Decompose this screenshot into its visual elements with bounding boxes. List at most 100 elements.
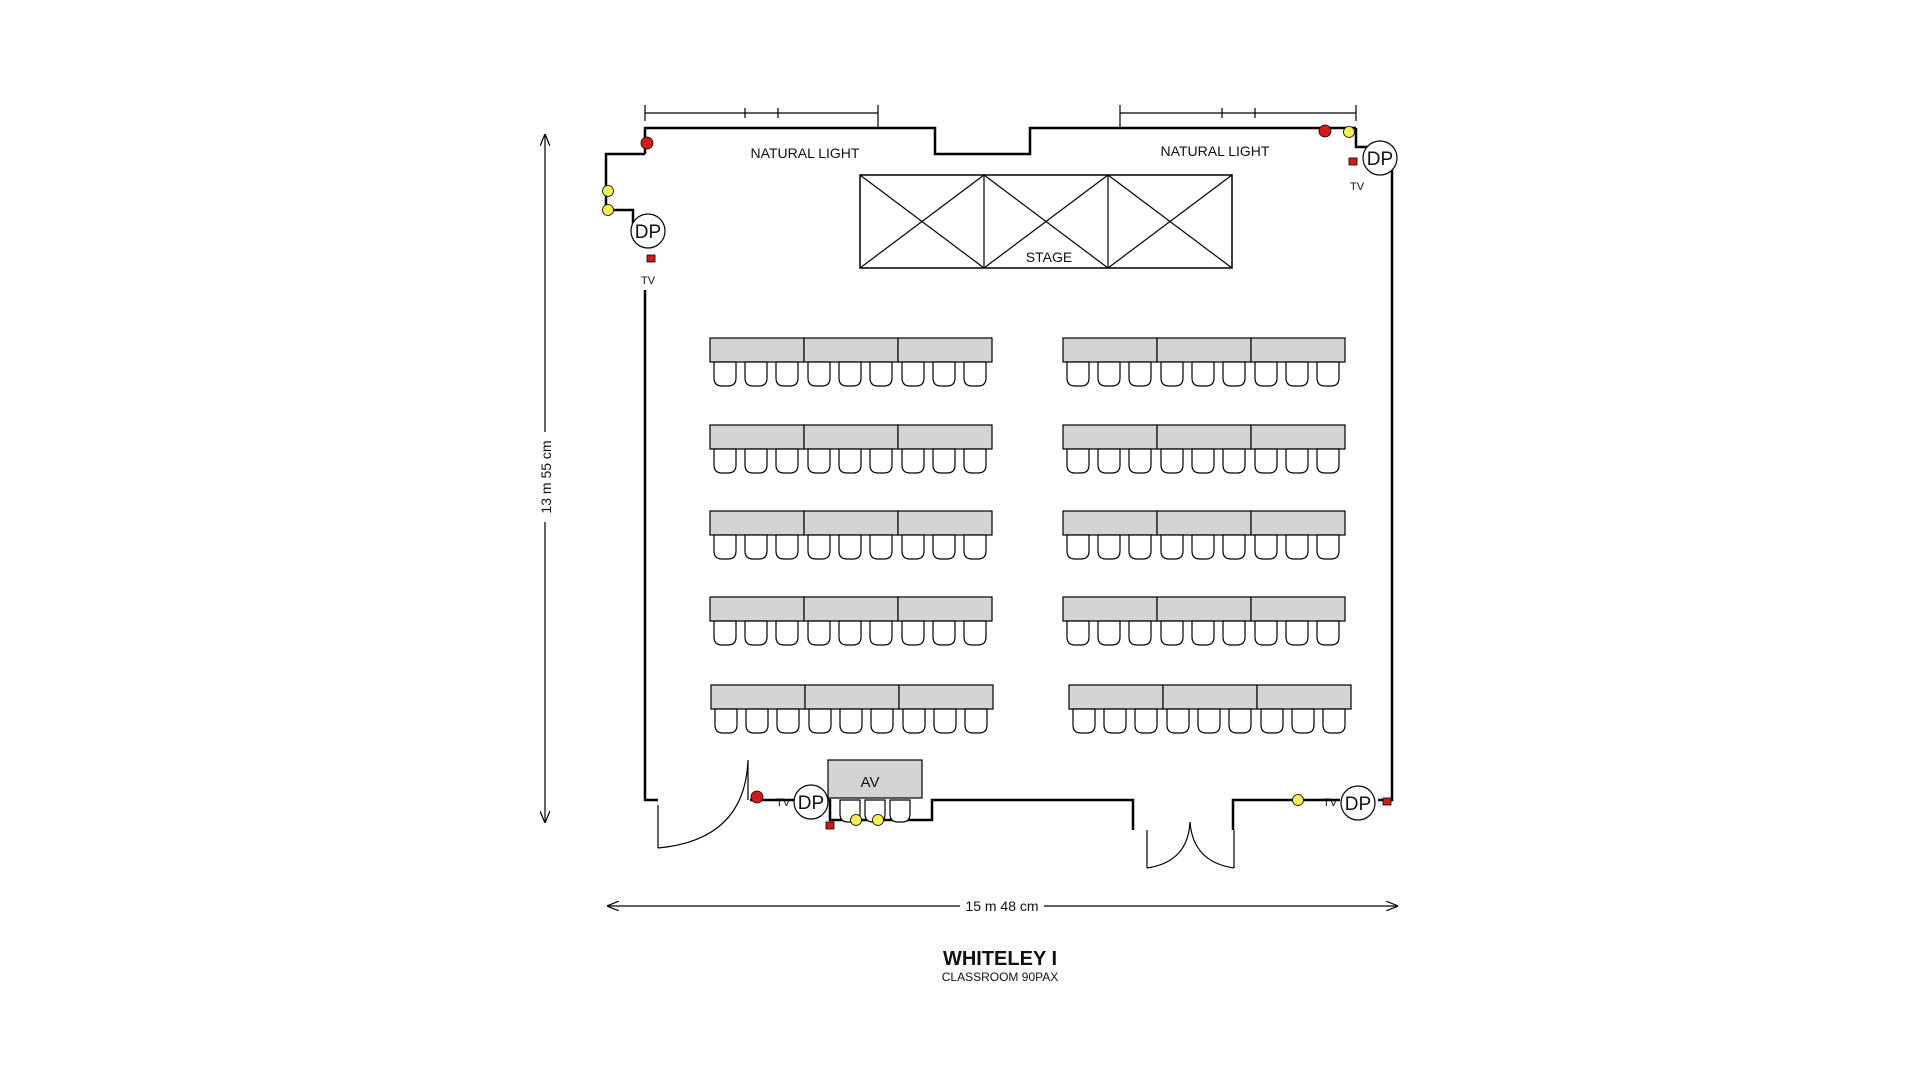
classroom-table	[1062, 510, 1158, 536]
classroom-table	[1068, 684, 1164, 710]
chair	[1072, 708, 1096, 734]
chair	[744, 534, 768, 560]
chair	[1254, 620, 1278, 646]
chair	[1291, 708, 1315, 734]
classroom-table	[1156, 337, 1252, 363]
chair	[808, 708, 832, 734]
chair	[1128, 534, 1152, 560]
chair	[932, 448, 956, 474]
chair	[714, 708, 738, 734]
chair	[932, 534, 956, 560]
tv-label: TV	[641, 275, 656, 287]
chair	[838, 448, 862, 474]
chair	[869, 361, 893, 387]
chair	[1254, 448, 1278, 474]
chair	[963, 361, 987, 387]
dp-unit-left-top: DP TV	[630, 213, 666, 287]
yellow-outlet-icon	[1343, 126, 1355, 138]
chair	[775, 361, 799, 387]
chair	[744, 448, 768, 474]
chair	[1160, 361, 1184, 387]
dp-label: DP	[1345, 794, 1371, 815]
classroom-table	[897, 510, 993, 536]
classroom-table	[1250, 596, 1346, 622]
chair	[933, 708, 957, 734]
dp-unit-bottom-right: DP TV	[1323, 785, 1392, 821]
chair	[713, 361, 737, 387]
chair	[1191, 534, 1215, 560]
power-outlets	[602, 124, 1355, 826]
chair	[1128, 448, 1152, 474]
chair	[1254, 361, 1278, 387]
classroom-table	[803, 424, 899, 450]
seating-area	[709, 337, 1352, 734]
chair	[1254, 534, 1278, 560]
red-outlet-icon	[640, 136, 654, 150]
chair	[870, 708, 894, 734]
chair	[775, 534, 799, 560]
tv-label: TV	[776, 797, 791, 809]
yellow-outlet-icon	[1292, 794, 1304, 806]
chair	[1222, 534, 1246, 560]
room-title: WHITELEY I	[943, 948, 1057, 970]
chair	[1222, 620, 1246, 646]
window-top-left	[644, 105, 879, 128]
red-outlet-icon	[1318, 124, 1332, 138]
chair	[1128, 361, 1152, 387]
classroom-table	[1250, 337, 1346, 363]
classroom-table	[1062, 596, 1158, 622]
chair	[963, 448, 987, 474]
chair	[1285, 448, 1309, 474]
chair	[1285, 534, 1309, 560]
chair	[1222, 448, 1246, 474]
classroom-table	[1156, 510, 1252, 536]
classroom-table	[1256, 684, 1352, 710]
chair	[1197, 708, 1221, 734]
chair	[964, 708, 988, 734]
classroom-table	[803, 510, 899, 536]
chair	[1097, 534, 1121, 560]
chair	[713, 534, 737, 560]
chair	[744, 361, 768, 387]
dp-unit-right-top: DP TV	[1348, 140, 1398, 193]
chair	[1285, 361, 1309, 387]
chair	[1066, 361, 1090, 387]
chair	[932, 361, 956, 387]
chair	[1228, 708, 1252, 734]
chair	[807, 448, 831, 474]
chair	[1222, 361, 1246, 387]
chair	[838, 361, 862, 387]
chair	[1097, 620, 1121, 646]
chair	[1097, 361, 1121, 387]
chair	[1316, 534, 1340, 560]
natural-light-label-right: NATURAL LIGHT	[1161, 143, 1270, 159]
yellow-outlet-icon	[872, 814, 884, 826]
room-subtitle: CLASSROOM 90PAX	[942, 970, 1058, 984]
yellow-outlet-icon	[602, 185, 614, 197]
tv-label: TV	[1323, 797, 1338, 809]
red-outlet-icon	[750, 790, 764, 804]
classroom-table	[1156, 424, 1252, 450]
chair	[713, 448, 737, 474]
chair	[901, 620, 925, 646]
classroom-table	[709, 510, 805, 536]
tv-label: TV	[1350, 181, 1365, 193]
chair	[901, 361, 925, 387]
classroom-table	[897, 337, 993, 363]
chair	[838, 534, 862, 560]
classroom-table	[709, 596, 805, 622]
chair	[901, 534, 925, 560]
classroom-table	[897, 596, 993, 622]
classroom-table	[1250, 424, 1346, 450]
chair	[1316, 620, 1340, 646]
chair	[1322, 708, 1346, 734]
classroom-table	[1062, 424, 1158, 450]
classroom-table	[1156, 596, 1252, 622]
classroom-table	[710, 684, 806, 710]
chair	[1316, 361, 1340, 387]
yellow-outlet-icon	[602, 204, 614, 216]
chair	[1066, 448, 1090, 474]
width-dimension: 15 m 48 cm	[608, 896, 1397, 914]
classroom-table	[1250, 510, 1346, 536]
